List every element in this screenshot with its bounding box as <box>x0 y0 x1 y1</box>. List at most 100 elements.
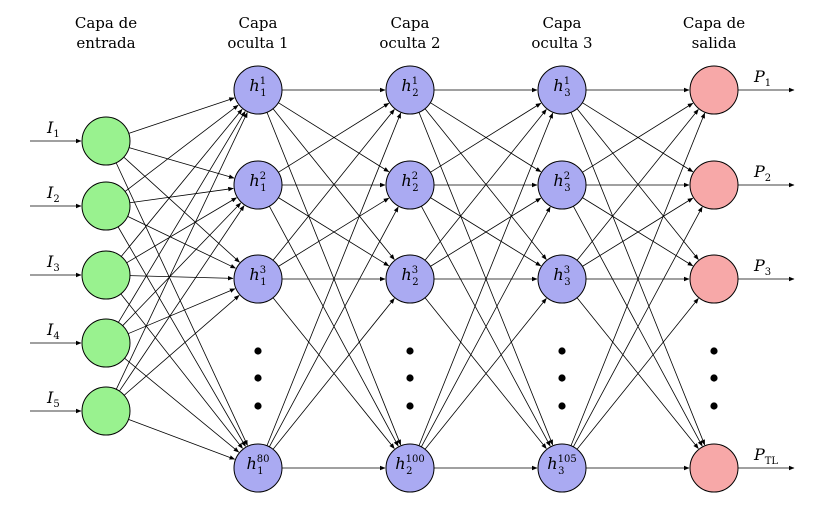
ellipsis-dot <box>254 374 262 382</box>
input-neuron <box>81 250 131 300</box>
connection-edge <box>122 202 242 326</box>
node-label: I1 <box>46 118 60 140</box>
layer-title: Capa <box>239 14 278 32</box>
connection-edge <box>272 109 395 261</box>
connection-edge <box>269 206 399 448</box>
connection-edge <box>576 297 699 449</box>
node-label: I5 <box>46 388 60 410</box>
connection-edge <box>124 357 240 453</box>
connection-edge <box>123 156 240 263</box>
connection-edge <box>576 109 699 261</box>
connection-edge <box>576 108 699 260</box>
connection-edge <box>582 197 694 267</box>
layer-title: entrada <box>76 34 135 52</box>
connection-edge <box>424 298 547 450</box>
hidden-neuron <box>537 254 587 304</box>
ellipsis-dots <box>254 347 718 410</box>
hidden-neuron <box>233 160 283 210</box>
output-neuron <box>689 160 739 210</box>
connection-edge <box>118 110 246 323</box>
node-label: P2 <box>753 162 771 184</box>
connection-edge <box>128 97 235 134</box>
connection-edge <box>115 162 248 446</box>
connection-edge <box>582 102 694 173</box>
input-neuron <box>81 318 131 368</box>
connection-edge <box>421 206 551 448</box>
connection-edge <box>272 108 395 260</box>
node-label: P1 <box>753 67 771 89</box>
connection-edge <box>266 112 402 446</box>
connection-edge <box>115 112 248 390</box>
hidden-neuron <box>537 160 587 210</box>
node-label: P3 <box>753 256 771 278</box>
ellipsis-dot <box>710 402 718 410</box>
hidden-neuron <box>385 65 435 115</box>
connection-edge <box>430 197 542 267</box>
connection-edge <box>278 102 390 173</box>
ellipsis-dot <box>558 402 566 410</box>
hidden-neuron <box>385 160 435 210</box>
connection-edge <box>278 197 390 267</box>
connection-edge <box>576 298 699 450</box>
connection-edge <box>129 275 234 281</box>
connection-edge <box>117 226 246 447</box>
connection-edge <box>573 205 703 447</box>
connection-edge <box>424 297 547 449</box>
connection-edge <box>582 197 694 267</box>
ellipsis-dot <box>406 374 414 382</box>
connection-edge <box>128 147 235 179</box>
connection-edge <box>421 205 551 447</box>
node-label: I2 <box>46 183 60 205</box>
hidden-neuron <box>233 65 283 115</box>
layer-title: oculta 3 <box>531 34 592 52</box>
ellipsis-dot <box>710 347 718 355</box>
connection-edge <box>278 197 390 267</box>
connection-edge <box>570 112 706 446</box>
ellipsis-dot <box>558 374 566 382</box>
layer-title: Capa <box>391 14 430 32</box>
connection-edge <box>424 109 547 261</box>
ellipsis-dot <box>406 402 414 410</box>
ellipsis-dot <box>254 347 262 355</box>
ellipsis-dot <box>558 347 566 355</box>
output-neuron <box>689 65 739 115</box>
node-label: I3 <box>46 252 60 274</box>
connection-edge <box>129 186 234 204</box>
hidden-neuron <box>385 443 435 493</box>
input-output-arrows <box>30 87 795 471</box>
ellipsis-dot <box>254 402 262 410</box>
connection-edge <box>127 216 236 269</box>
connection-edge <box>120 293 243 449</box>
node-label: I4 <box>46 320 60 342</box>
connection-edge <box>123 295 240 396</box>
output-neuron <box>689 443 739 493</box>
ellipsis-dot <box>406 347 414 355</box>
connection-edge <box>272 297 395 449</box>
connection-edge <box>128 419 236 460</box>
node-label: PTL <box>753 445 778 467</box>
connection-edge <box>127 288 236 335</box>
connection-edge <box>124 104 239 192</box>
ellipsis-dot <box>710 374 718 382</box>
input-neuron <box>81 386 131 436</box>
output-neuron <box>689 254 739 304</box>
layer-title: Capa <box>543 14 582 32</box>
connection-edge <box>120 108 243 257</box>
layer-title: Capa de <box>75 14 137 32</box>
connection-edge <box>418 112 554 446</box>
connection-edge <box>424 108 547 260</box>
hidden-neuron <box>233 443 283 493</box>
hidden-neuron <box>233 254 283 304</box>
